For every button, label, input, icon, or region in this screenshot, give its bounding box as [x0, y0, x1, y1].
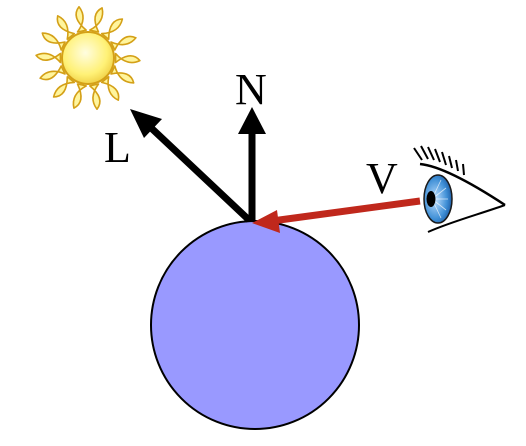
label-view: V — [366, 154, 398, 203]
light-vector — [130, 109, 252, 223]
sun-ray — [110, 35, 137, 51]
sun-ray — [56, 14, 76, 40]
label-normal: N — [235, 65, 267, 114]
sun-ray — [89, 7, 104, 33]
sun-ray — [39, 65, 66, 81]
sphere — [150, 220, 360, 430]
sun-ray — [75, 5, 87, 33]
sun-ray — [100, 76, 120, 101]
sun-ray — [72, 83, 87, 109]
sun-icon — [35, 5, 141, 110]
sun-ray — [52, 76, 76, 98]
sun-ray — [89, 83, 101, 110]
sun-ray — [41, 32, 66, 51]
label-light: L — [104, 123, 131, 172]
sun-ray — [110, 65, 135, 84]
sun-ray — [100, 18, 124, 40]
normal-vector — [238, 107, 266, 222]
sun-ray — [35, 52, 62, 64]
sun-ray — [114, 52, 141, 64]
eye-icon — [413, 145, 506, 233]
view-vector — [252, 197, 421, 233]
